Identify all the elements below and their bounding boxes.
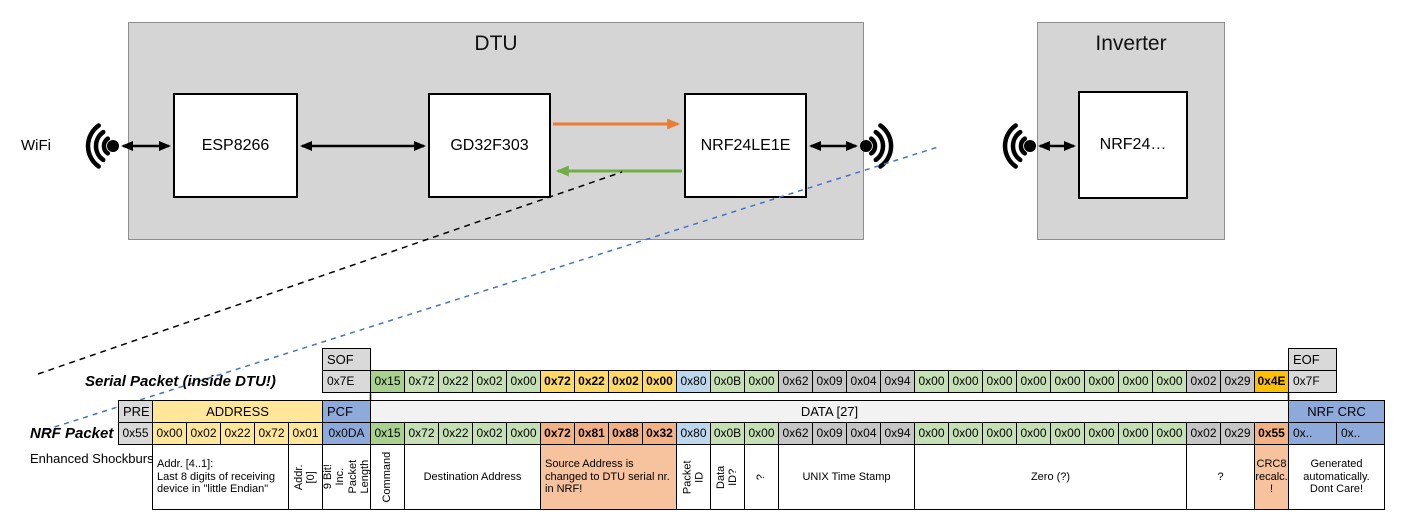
nrf-pre-header: PRE xyxy=(118,400,153,423)
module-gd32f303: GD32F303 xyxy=(428,93,551,198)
nrf-crc-header: NRF CRC xyxy=(1288,400,1385,423)
serial-eof-value: 0x7F xyxy=(1288,370,1337,393)
nrf-pre-value: 0x55 xyxy=(118,422,153,445)
annotation-cell: 9 Bit! Inc. Packet Length xyxy=(322,444,371,510)
serial-byte-cell: 0x00 xyxy=(1118,370,1153,393)
module-nrf24le1e: NRF24LE1E xyxy=(684,93,807,198)
nrf-crc-byte-cell: 0x.. xyxy=(1336,422,1385,445)
nrf-address-byte-cell: 0x02 xyxy=(186,422,221,445)
dtu-title: DTU xyxy=(474,32,518,55)
nrf-byte-cell: 0x00 xyxy=(948,422,983,445)
serial-byte-cell: 0x0B xyxy=(710,370,745,393)
nrf-byte-cell: 0x09 xyxy=(812,422,847,445)
serial-byte-cell: 0x00 xyxy=(642,370,677,393)
annotation-cell: Addr. [4..1]: Last 8 digits of receiving… xyxy=(152,444,289,510)
nrf-byte-cell: 0x88 xyxy=(608,422,643,445)
enhanced-shockburst-label: Enhanced Shockburst xyxy=(30,451,158,466)
annotation-cell: ? xyxy=(744,444,779,510)
nrf-byte-cell: 0x02 xyxy=(472,422,507,445)
annotation-cell: ? xyxy=(1186,444,1255,510)
serial-byte-cell: 0x00 xyxy=(948,370,983,393)
serial-byte-cell: 0x00 xyxy=(1016,370,1051,393)
annotation-cell: Command xyxy=(370,444,405,510)
nrf-byte-cell: 0x00 xyxy=(1118,422,1153,445)
nrf-byte-cell: 0x94 xyxy=(880,422,915,445)
serial-byte-cell: 0x09 xyxy=(812,370,847,393)
nrf-address-byte-cell: 0x72 xyxy=(254,422,289,445)
serial-byte-cell: 0x00 xyxy=(1152,370,1187,393)
nrf-byte-cell: 0x22 xyxy=(438,422,473,445)
serial-byte-cell: 0x02 xyxy=(1186,370,1221,393)
serial-byte-cell: 0x02 xyxy=(608,370,643,393)
nrf-byte-cell: 0x04 xyxy=(846,422,881,445)
serial-byte-cell: 0x00 xyxy=(1084,370,1119,393)
wifi-icon xyxy=(1002,123,1036,169)
nrf-byte-cell: 0x32 xyxy=(642,422,677,445)
serial-byte-cell: 0x80 xyxy=(676,370,711,393)
nrf-byte-cell: 0x02 xyxy=(1186,422,1221,445)
nrf-byte-cell: 0x00 xyxy=(982,422,1017,445)
serial-byte-cell: 0x62 xyxy=(778,370,813,393)
serial-byte-cell: 0x94 xyxy=(880,370,915,393)
annotation-cell: Destination Address xyxy=(404,444,541,510)
wifi-icon xyxy=(860,123,894,169)
wifi-icon xyxy=(85,123,119,169)
annotation-cell: Source Address is changed to DTU serial … xyxy=(540,444,677,510)
nrf-byte-cell: 0x72 xyxy=(540,422,575,445)
nrf-byte-cell: 0x55 xyxy=(1254,422,1289,445)
nrf-data-header: DATA [27] xyxy=(370,400,1289,423)
serial-byte-cell: 0x00 xyxy=(914,370,949,393)
nrf-byte-cell: 0x00 xyxy=(506,422,541,445)
annotation-cell: Addr.[0] xyxy=(288,444,323,510)
serial-byte-cell: 0x00 xyxy=(506,370,541,393)
nrf-address-header: ADDRESS xyxy=(152,400,323,423)
nrf-byte-cell: 0x15 xyxy=(370,422,405,445)
nrf-byte-cell: 0x00 xyxy=(1050,422,1085,445)
nrf-byte-cell: 0x00 xyxy=(1084,422,1119,445)
nrf-pcf-value: 0x0DA xyxy=(322,422,371,445)
serial-byte-cell: 0x04 xyxy=(846,370,881,393)
serial-byte-cell: 0x00 xyxy=(1050,370,1085,393)
serial-byte-cell: 0x72 xyxy=(404,370,439,393)
annotation-cell: Data ID? xyxy=(710,444,745,510)
serial-byte-cell: 0x00 xyxy=(982,370,1017,393)
nrf-byte-cell: 0x62 xyxy=(778,422,813,445)
serial-eof-header: EOF xyxy=(1288,348,1337,371)
serial-byte-cell: 0x22 xyxy=(574,370,609,393)
nrf-address-byte-cell: 0x00 xyxy=(152,422,187,445)
module-esp8266: ESP8266 xyxy=(173,93,298,198)
nrf-byte-cell: 0x0B xyxy=(710,422,745,445)
annotation-cell: Generated automatically. Dont Care! xyxy=(1288,444,1385,510)
serial-byte-cell: 0x00 xyxy=(744,370,779,393)
serial-byte-cell: 0x29 xyxy=(1220,370,1255,393)
nrf-byte-cell: 0x00 xyxy=(1016,422,1051,445)
serial-byte-cell: 0x02 xyxy=(472,370,507,393)
annotation-cell: Zero (?) xyxy=(914,444,1187,510)
nrf-packet-label: NRF Packet xyxy=(30,425,114,442)
nrf-byte-cell: 0x80 xyxy=(676,422,711,445)
serial-sof-value: 0x7E xyxy=(322,370,371,393)
nrf-byte-cell: 0x00 xyxy=(1152,422,1187,445)
annotation-cell: CRC8 recalc. ! xyxy=(1254,444,1289,510)
nrf-address-byte-cell: 0x22 xyxy=(220,422,255,445)
nrf-pcf-header: PCF xyxy=(322,400,371,423)
serial-sof-header: SOF xyxy=(322,348,371,371)
nrf-address-byte-cell: 0x01 xyxy=(288,422,323,445)
annotation-cell: Packet ID xyxy=(676,444,711,510)
serial-byte-cell: 0x22 xyxy=(438,370,473,393)
wifi-label: WiFi xyxy=(21,137,51,154)
module-inverter-nrf24: NRF24… xyxy=(1078,91,1188,199)
nrf-byte-cell: 0x00 xyxy=(914,422,949,445)
serial-byte-cell: 0x15 xyxy=(370,370,405,393)
nrf-byte-cell: 0x81 xyxy=(574,422,609,445)
inverter-title: Inverter xyxy=(1095,32,1167,55)
nrf-byte-cell: 0x72 xyxy=(404,422,439,445)
nrf-byte-cell: 0x00 xyxy=(744,422,779,445)
serial-byte-cell: 0x72 xyxy=(540,370,575,393)
serial-byte-cell: 0x4E xyxy=(1254,370,1289,393)
nrf-crc-byte-cell: 0x.. xyxy=(1288,422,1337,445)
serial-packet-label: Serial Packet (inside DTU!) xyxy=(85,373,276,390)
annotation-cell: UNIX Time Stamp xyxy=(778,444,915,510)
nrf-byte-cell: 0x29 xyxy=(1220,422,1255,445)
